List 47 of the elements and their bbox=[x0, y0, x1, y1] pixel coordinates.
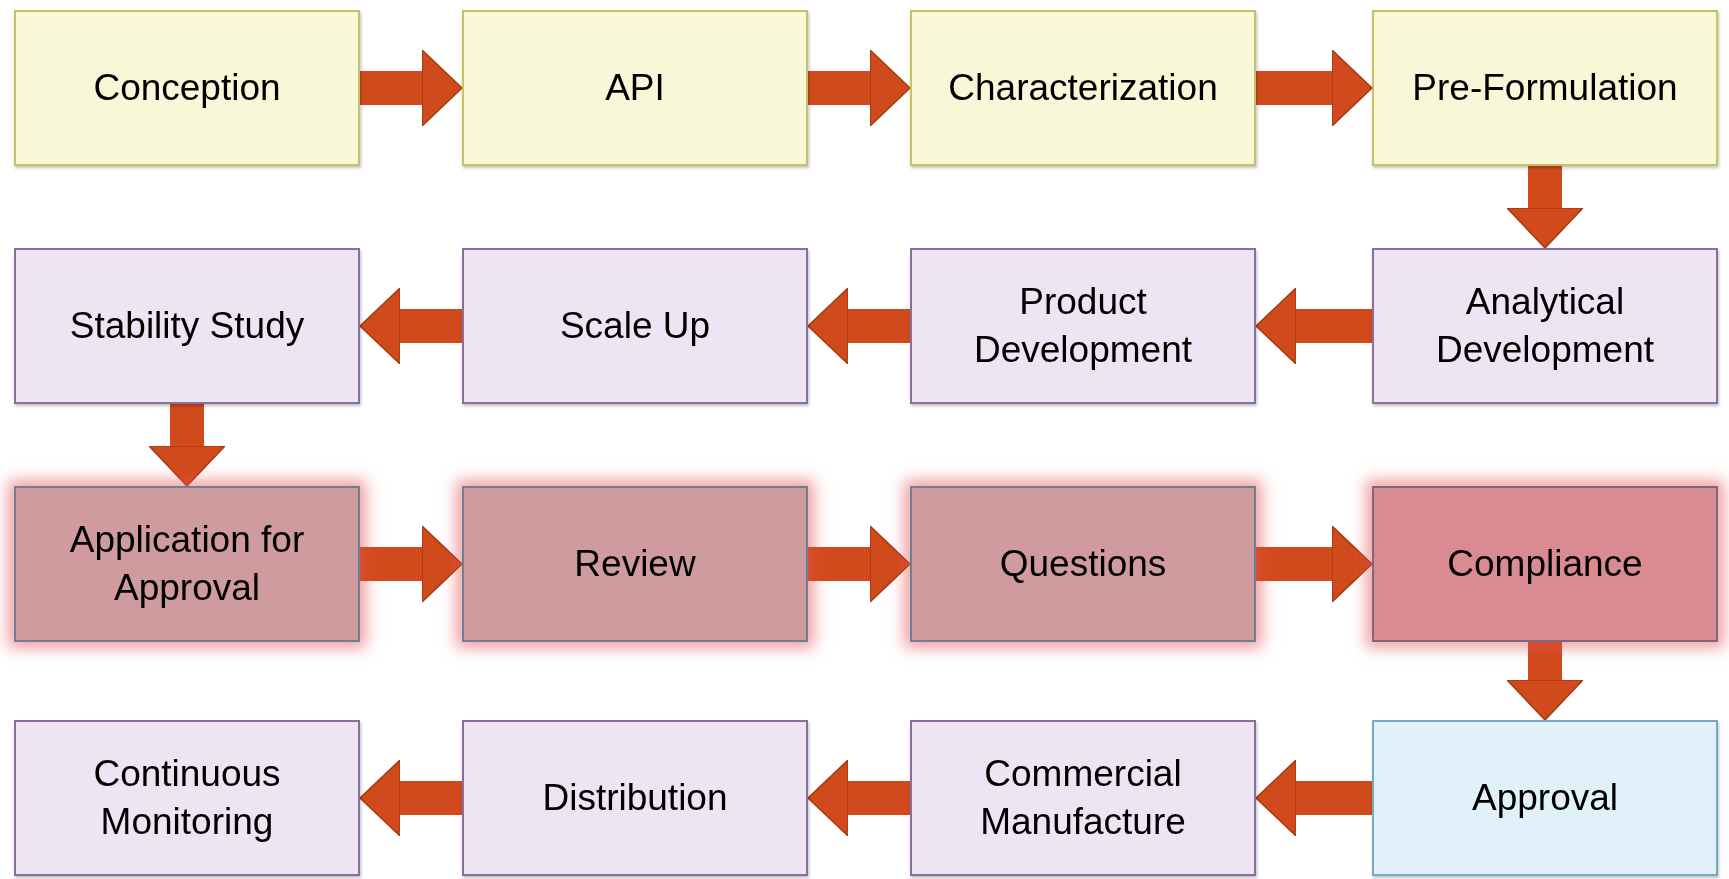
step-label: Scale Up bbox=[559, 303, 711, 348]
step-label: Conception bbox=[93, 65, 281, 110]
process-box bbox=[462, 486, 808, 642]
block-arrow bbox=[807, 759, 910, 837]
process-box bbox=[14, 720, 360, 876]
step-label: Analytical Development bbox=[1435, 279, 1655, 372]
step-label: Characterization bbox=[948, 65, 1218, 110]
block-arrow bbox=[148, 404, 226, 487]
block-arrow bbox=[1255, 287, 1372, 365]
process-box bbox=[14, 248, 360, 404]
block-arrow bbox=[808, 49, 911, 127]
step-label: Pre-Formulation bbox=[1412, 65, 1678, 110]
step-label: Distribution bbox=[542, 775, 728, 820]
block-arrow bbox=[807, 287, 910, 365]
step-label: Questions bbox=[999, 541, 1167, 586]
process-box bbox=[462, 720, 808, 876]
step-label: Commercial Manufacture bbox=[979, 751, 1187, 844]
step-label: Continuous Monitoring bbox=[92, 751, 282, 844]
process-box bbox=[910, 486, 1256, 642]
block-arrow bbox=[1256, 49, 1373, 127]
block-arrow bbox=[1506, 642, 1584, 721]
process-box bbox=[910, 10, 1256, 166]
block-arrow bbox=[359, 759, 462, 837]
step-label: Stability Study bbox=[69, 303, 305, 348]
block-arrow bbox=[360, 49, 463, 127]
process-box bbox=[1372, 10, 1718, 166]
process-box bbox=[462, 10, 808, 166]
process-box bbox=[1372, 720, 1718, 876]
process-box bbox=[910, 248, 1256, 404]
process-box bbox=[1372, 486, 1718, 642]
process-box bbox=[1372, 248, 1718, 404]
block-arrow bbox=[1255, 759, 1372, 837]
step-label: API bbox=[605, 65, 665, 110]
step-label: Approval bbox=[1472, 775, 1618, 820]
step-label: Application for Approval bbox=[68, 517, 306, 610]
process-box bbox=[14, 10, 360, 166]
process-box bbox=[910, 720, 1256, 876]
block-arrow bbox=[808, 525, 911, 603]
step-label: Review bbox=[574, 541, 696, 586]
step-label: Compliance bbox=[1447, 541, 1643, 586]
process-box bbox=[462, 248, 808, 404]
step-label: Product Development bbox=[973, 279, 1193, 372]
block-arrow bbox=[359, 287, 462, 365]
block-arrow bbox=[1256, 525, 1373, 603]
block-arrow bbox=[1506, 166, 1584, 249]
process-box bbox=[14, 486, 360, 642]
block-arrow bbox=[360, 525, 463, 603]
